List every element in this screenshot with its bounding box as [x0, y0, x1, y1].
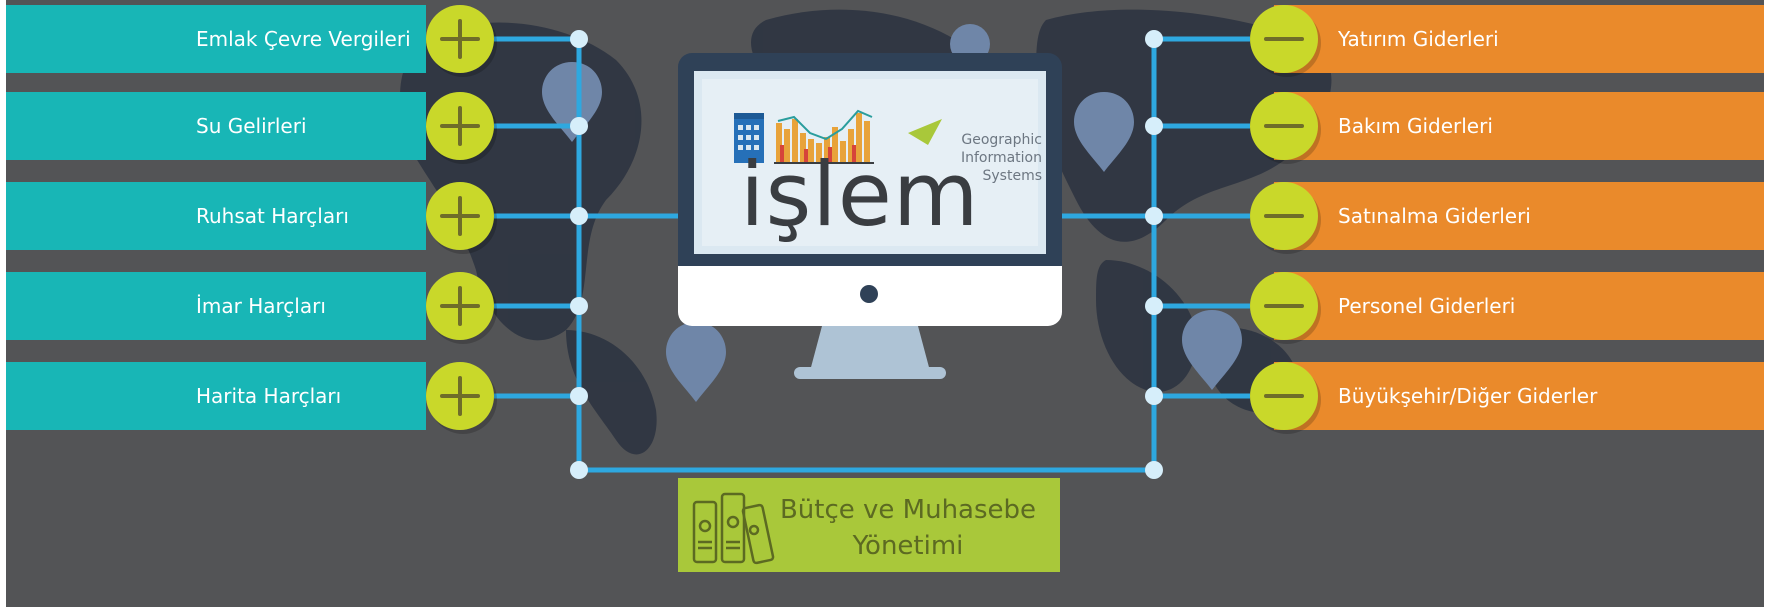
expense-row: Yatırım Giderleri: [1274, 5, 1764, 73]
minus-icon: [1250, 5, 1318, 73]
expense-label: Bakım Giderleri: [1338, 114, 1493, 138]
income-label: Harita Harçları: [196, 384, 342, 408]
monitor-stand: [810, 326, 930, 371]
minus-icon: [1250, 182, 1318, 250]
income-label: Emlak Çevre Vergileri: [196, 27, 411, 51]
expense-row: Personel Giderleri: [1274, 272, 1764, 340]
income-row: Su Gelirleri: [6, 92, 426, 160]
minus-icon: [1250, 92, 1318, 160]
income-label: İmar Harçları: [196, 294, 326, 318]
infographic-canvas: Emlak Çevre Vergileri Su Gelirleri Ruhsa…: [6, 0, 1764, 607]
arrow-logo-icon: [908, 119, 942, 145]
expense-row: Satınalma Giderleri: [1274, 182, 1764, 250]
income-row: Harita Harçları: [6, 362, 426, 430]
budget-title: Bütçe ve Muhasebe Yönetimi: [779, 495, 1037, 561]
plus-icon: [426, 362, 494, 430]
expense-label: Satınalma Giderleri: [1338, 204, 1531, 228]
income-label: Su Gelirleri: [196, 114, 307, 138]
monitor-base: [794, 367, 946, 379]
logo-panel: işlem Geographic Information Systems: [702, 79, 1042, 246]
plus-icon: [426, 92, 494, 160]
expense-label: Personel Giderleri: [1338, 294, 1516, 318]
income-label: Ruhsat Harçları: [196, 204, 349, 228]
plus-icon: [426, 5, 494, 73]
world-map-background: [400, 9, 1332, 479]
plus-icon: [426, 272, 494, 340]
income-row: Ruhsat Harçları: [6, 182, 426, 250]
bar-chart-logo-icon: [734, 109, 874, 164]
plus-icon: [426, 182, 494, 250]
minus-icon: [1250, 362, 1318, 430]
monitor-screen: işlem Geographic Information Systems: [678, 53, 1062, 266]
minus-icon: [1250, 272, 1318, 340]
brand-name: işlem: [740, 143, 980, 246]
expense-label: Yatırım Giderleri: [1338, 27, 1499, 51]
income-row: İmar Harçları: [6, 272, 426, 340]
binders-icon: [692, 492, 775, 565]
expense-row: Büyükşehir/Diğer Giderler: [1274, 362, 1764, 430]
expense-label: Büyükşehir/Diğer Giderler: [1338, 384, 1598, 408]
expense-row: Bakım Giderleri: [1274, 92, 1764, 160]
monitor-illustration: işlem Geographic Information Systems: [678, 53, 1062, 381]
logo-tagline: Geographic Information Systems: [960, 132, 1042, 184]
budget-accounting-box: Bütçe ve Muhasebe Yönetimi: [678, 478, 1060, 572]
monitor-bezel: [678, 266, 1062, 326]
camera-icon: [860, 285, 878, 303]
income-row: Emlak Çevre Vergileri: [6, 5, 426, 73]
